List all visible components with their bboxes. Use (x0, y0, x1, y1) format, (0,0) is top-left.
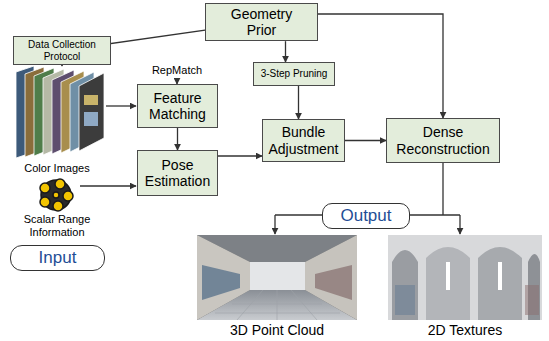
connector-arrow (298, 86, 299, 119)
connector-arrow (218, 155, 262, 156)
process-box: Data Collection Protocol (13, 36, 111, 65)
process-box: Dense Reconstruction (386, 118, 500, 163)
node-text: Feature Matching (141, 90, 214, 122)
color-images-stack (16, 66, 104, 158)
range-sensor-icon (40, 179, 73, 211)
caption-label: Scalar Range Information (7, 213, 107, 238)
node-text: Dense Reconstruction (390, 124, 496, 156)
connector-arrow (318, 14, 443, 118)
node-text: Data Collection Protocol (17, 39, 107, 62)
process-box: Feature Matching (137, 84, 218, 128)
caption-label: RepMatch (137, 64, 217, 77)
prior-box: Geometry Prior (205, 3, 318, 41)
input-badge: Input (10, 245, 105, 271)
node-text: Geometry Prior (222, 6, 302, 38)
point-cloud-image (197, 235, 357, 320)
connector-arrow (345, 140, 386, 141)
connector-arrow (177, 128, 178, 150)
node-text: Bundle Adjustment (266, 124, 341, 156)
process-box: Bundle Adjustment (262, 119, 345, 162)
output-badge: Output (322, 203, 410, 229)
texture-image (388, 235, 542, 320)
node-text: Input (39, 248, 77, 268)
caption-label: 3D Point Cloud (202, 322, 352, 338)
caption-label: Color Images (12, 162, 102, 175)
process-box: Pose Estimation (137, 150, 218, 196)
node-text: Pose Estimation (141, 157, 214, 189)
node-text: Output (340, 206, 391, 226)
node-text: 3-Step Pruning (261, 68, 328, 80)
connector-arrow (285, 41, 286, 62)
caption-label: 2D Textures (390, 322, 540, 338)
process-box: 3-Step Pruning (253, 62, 335, 86)
